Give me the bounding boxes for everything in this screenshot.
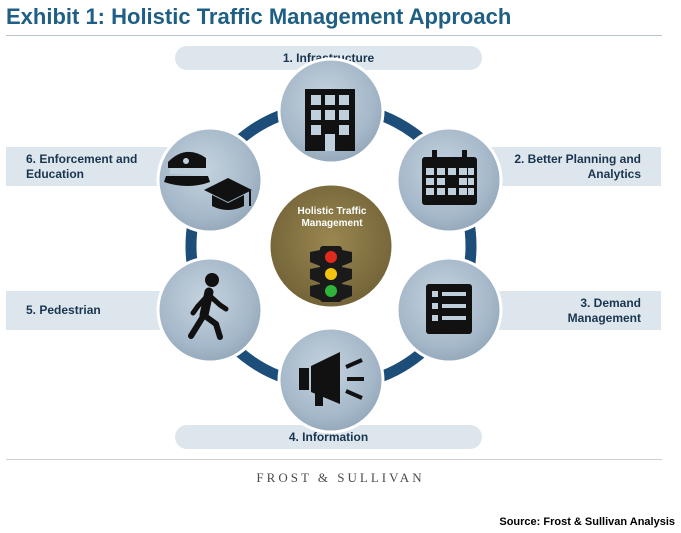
- source-note: Source: Frost & Sullivan Analysis: [499, 516, 675, 528]
- step-5-node: [156, 256, 264, 364]
- megaphone-icon: [299, 352, 364, 406]
- pedestrian-icon: [188, 273, 229, 340]
- title-divider: [6, 35, 662, 36]
- brand-logo: FROST & SULLIVAN: [256, 470, 425, 485]
- center-label-line2: Management: [301, 218, 363, 229]
- building-icon: [305, 89, 355, 151]
- traffic-light-icon: [310, 246, 352, 302]
- step-3-node: [395, 256, 503, 364]
- center-node: [267, 182, 395, 310]
- checklist-icon: [426, 284, 472, 334]
- step-5-label: 5. Pedestrian: [6, 291, 186, 330]
- footer-divider: [6, 459, 662, 460]
- step-2-node: [395, 126, 503, 234]
- step-1-node: [277, 57, 385, 165]
- step-6-text-line1: 6. Enforcement and: [26, 151, 138, 166]
- center-label: Holistic Traffic Management: [290, 206, 374, 230]
- step-4-text: 4. Information: [288, 429, 369, 444]
- step-1-text: 1. Infrastructure: [282, 50, 375, 65]
- step-5-text: 5. Pedestrian: [26, 303, 101, 317]
- page-title: Exhibit 1: Holistic Traffic Management A…: [6, 4, 512, 29]
- step-6-node: [156, 126, 264, 234]
- step-2-text-line2: Analytics: [587, 166, 641, 181]
- calendar-icon: [422, 150, 477, 205]
- step-4-node: [277, 326, 385, 434]
- police-cap-graduation-cap-icon: [164, 151, 252, 210]
- cycle-diagram: [156, 57, 503, 434]
- center-label-line1: Holistic Traffic: [297, 206, 367, 217]
- step-2-text-line1: 2. Better Planning and: [514, 151, 641, 166]
- step-3-text-line2: Management: [567, 310, 641, 325]
- step-6-text-line2: Education: [26, 166, 85, 181]
- step-3-text-line1: 3. Demand: [580, 295, 641, 310]
